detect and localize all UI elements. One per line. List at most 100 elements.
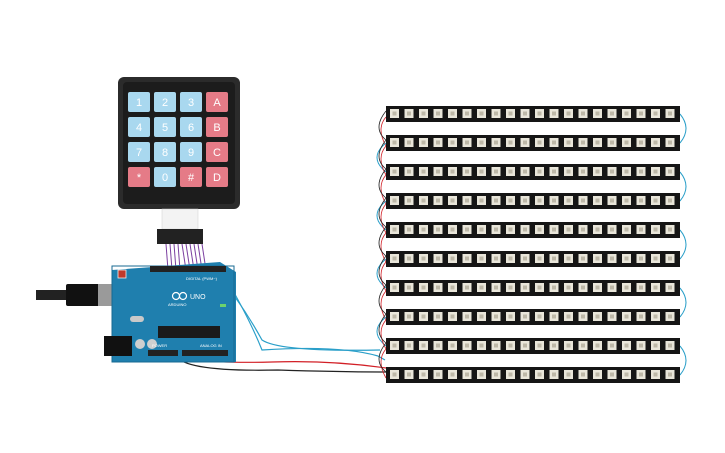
led-chip [653, 256, 658, 261]
keypad-key[interactable]: 0 [154, 167, 176, 187]
led-chip [552, 343, 556, 348]
strip-ground-wire[interactable] [378, 139, 387, 170]
reset-button[interactable] [117, 269, 127, 279]
led-chip [537, 140, 542, 145]
keypad-key[interactable]: C [206, 142, 228, 162]
led-chip [436, 169, 440, 174]
led-chip [595, 140, 600, 145]
led-chip [523, 285, 527, 290]
led-chip [639, 198, 643, 203]
led-strip[interactable] [386, 309, 680, 325]
led-chip [624, 169, 629, 174]
strip-ground-wire[interactable] [378, 284, 387, 315]
keypad-key-face [206, 142, 228, 162]
keypad-key[interactable]: 4 [128, 117, 150, 137]
strip-chain-wire[interactable] [679, 229, 687, 260]
keypad-key[interactable]: 8 [154, 142, 176, 162]
led-strip[interactable] [386, 251, 680, 267]
led-chip [552, 285, 556, 290]
keypad-key[interactable]: * [128, 167, 150, 187]
led-strip[interactable] [386, 135, 680, 151]
led-chip [653, 140, 658, 145]
arduino-uno-board[interactable]: UNO ARDUINO DIGITAL (PWM~) ANALOG IN POW… [36, 262, 236, 363]
keypad-key[interactable]: A [206, 92, 228, 112]
strip-ground-wire[interactable] [378, 168, 387, 199]
strip-power-wire[interactable] [380, 174, 387, 205]
led-chip [436, 314, 440, 319]
keypad-key-label: 9 [188, 147, 194, 159]
ground-wire[interactable] [175, 355, 389, 373]
keypad-key-face [180, 92, 202, 112]
keypad-key-label: 0 [162, 172, 168, 184]
led-strip[interactable] [386, 193, 680, 209]
data-wire[interactable] [211, 267, 381, 351]
led-strip-matrix[interactable] [386, 106, 680, 383]
led-chip [450, 169, 455, 174]
led-chip [494, 227, 498, 232]
led-chip [465, 111, 469, 116]
led-chip [610, 227, 614, 232]
led-chip [581, 372, 585, 377]
strip-chain-wire[interactable] [679, 287, 687, 318]
strip-power-wire[interactable] [380, 348, 387, 379]
led-chip [508, 111, 513, 116]
led-strip[interactable] [386, 367, 680, 383]
keypad-key[interactable]: B [206, 117, 228, 137]
keypad-key[interactable]: 5 [154, 117, 176, 137]
data-wire-main[interactable] [227, 281, 386, 361]
led-strip-body [386, 135, 680, 151]
keypad-key[interactable]: D [206, 167, 228, 187]
keypad-key[interactable]: 2 [154, 92, 176, 112]
led-chip [392, 343, 397, 348]
led-chip [494, 343, 498, 348]
led-chip [523, 314, 527, 319]
led-chip [639, 227, 643, 232]
power-label: POWER [152, 343, 167, 348]
led-strip[interactable] [386, 280, 680, 296]
led-chip [407, 198, 411, 203]
led-chip [508, 140, 513, 145]
led-chip [407, 343, 411, 348]
led-chip [537, 343, 542, 348]
keypad-ribbon[interactable] [165, 243, 207, 271]
led-chip [465, 140, 469, 145]
led-chip [407, 256, 411, 261]
led-strip[interactable] [386, 106, 680, 122]
led-chip [436, 140, 440, 145]
led-strip-body [386, 164, 680, 180]
strip-ground-wire[interactable] [378, 110, 387, 141]
crystal [130, 316, 144, 322]
strip-power-wire[interactable] [380, 319, 387, 350]
led-strip[interactable] [386, 164, 680, 180]
strip-power-wire[interactable] [380, 261, 387, 292]
strip-chain-wire[interactable] [679, 113, 687, 144]
keypad-key[interactable]: 7 [128, 142, 150, 162]
led-chip [610, 169, 614, 174]
strip-power-wire[interactable] [380, 116, 387, 147]
strip-power-wire[interactable] [380, 290, 387, 321]
led-chip [595, 343, 600, 348]
keypad-key-face [206, 117, 228, 137]
microcontroller-chip [158, 326, 220, 338]
strip-ground-wire[interactable] [378, 255, 387, 286]
strip-ground-wire[interactable] [378, 197, 387, 228]
strip-ground-wire[interactable] [378, 226, 387, 257]
keypad-key[interactable]: 6 [180, 117, 202, 137]
strip-chain-wires[interactable] [376, 110, 687, 379]
keypad-key[interactable]: # [180, 167, 202, 187]
keypad-key[interactable]: 9 [180, 142, 202, 162]
strip-ground-wire[interactable] [378, 342, 387, 373]
led-strip[interactable] [386, 338, 680, 354]
led-strip[interactable] [386, 222, 680, 238]
led-chip [465, 343, 469, 348]
strip-power-wire[interactable] [380, 232, 387, 263]
strip-power-wire[interactable] [380, 203, 387, 234]
strip-power-wire[interactable] [380, 145, 387, 176]
keypad-key-face [180, 167, 202, 187]
strip-chain-wire[interactable] [679, 345, 687, 376]
keypad-key[interactable]: 3 [180, 92, 202, 112]
strip-chain-wire[interactable] [679, 171, 687, 202]
strip-ground-wire[interactable] [378, 313, 387, 344]
keypad-key[interactable]: 1 [128, 92, 150, 112]
